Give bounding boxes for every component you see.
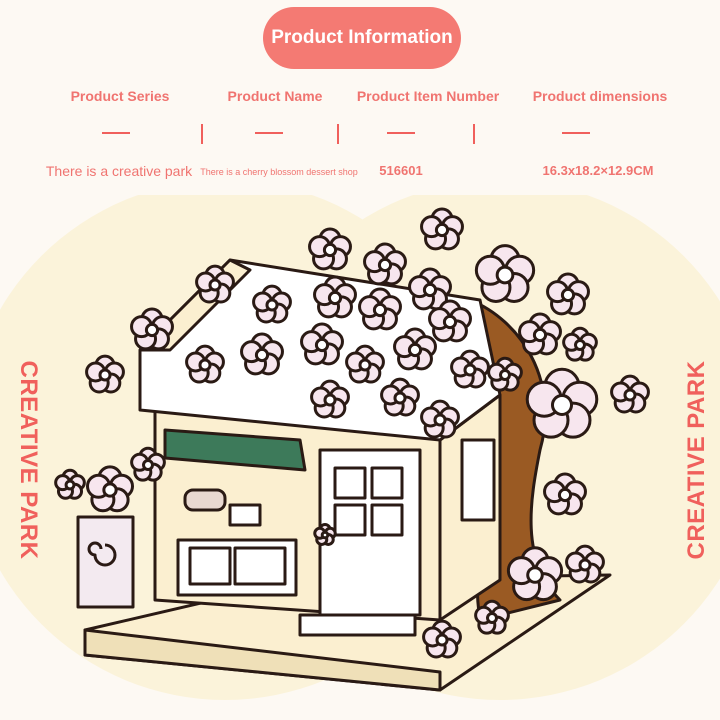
blossom-flower <box>562 326 598 362</box>
blossom-flower <box>543 472 587 516</box>
blossom-flower <box>85 354 125 394</box>
blossom-flower <box>420 207 464 251</box>
side-text-right: CREATIVE PARK <box>683 360 710 560</box>
blossom-flower <box>313 275 357 319</box>
blossom-flower <box>380 377 420 417</box>
blossom-flower <box>358 287 402 331</box>
blossom-flower <box>310 379 350 419</box>
blossom-flower <box>610 374 650 414</box>
blossom-flower <box>363 242 407 286</box>
header-product-name: Product Name <box>227 88 323 104</box>
blossom-flower <box>428 299 472 343</box>
blossom-flower <box>546 272 590 316</box>
blossom-flower <box>195 264 235 304</box>
column-separator <box>337 124 339 144</box>
divider-dash <box>562 132 590 134</box>
column-separator <box>201 124 203 144</box>
value-product-series: There is a creative park <box>45 163 193 179</box>
blossom-flower <box>393 327 437 371</box>
header-product-series: Product Series <box>70 88 170 104</box>
blossom-flower <box>54 468 86 500</box>
divider-dash <box>255 132 283 134</box>
value-product-dimensions: 16.3x18.2×12.9CM <box>542 163 654 178</box>
blossom-cluster <box>54 207 650 659</box>
blossom-flower <box>130 307 174 351</box>
divider-dash <box>102 132 130 134</box>
blossom-flower <box>308 227 352 271</box>
blossom-flower <box>313 523 337 546</box>
product-information-title: Product Information <box>263 7 461 69</box>
blossom-flower <box>474 599 510 635</box>
blossom-flower <box>506 546 564 602</box>
header-product-dimensions: Product dimensions <box>532 88 668 104</box>
awning <box>163 428 307 472</box>
blossom-flower <box>450 349 490 389</box>
shop-sign <box>76 515 135 609</box>
blossom-flower <box>420 399 460 439</box>
side-text-left: CREATIVE PARK <box>15 360 42 560</box>
value-product-item-number: 516601 <box>379 163 423 178</box>
blossom-flower <box>85 465 135 513</box>
blossom-flower <box>525 367 599 439</box>
blossom-flower <box>130 446 166 482</box>
blossom-flower <box>487 356 523 392</box>
blossom-flower <box>185 344 225 384</box>
blossom-flower <box>474 244 536 303</box>
blossom-flower <box>408 267 452 311</box>
value-product-name: There is a cherry blossom dessert shop <box>200 167 358 177</box>
header-product-item-number: Product Item Number <box>356 88 500 104</box>
blossom-flower <box>345 344 385 384</box>
blossom-flower <box>252 284 292 324</box>
column-separator <box>473 124 475 144</box>
divider-dash <box>387 132 415 134</box>
blossom-flower <box>300 322 344 366</box>
blossom-flower <box>422 619 462 659</box>
blossom-flower <box>240 332 284 376</box>
blossom-flower <box>565 544 605 584</box>
blossom-flower <box>518 312 562 356</box>
